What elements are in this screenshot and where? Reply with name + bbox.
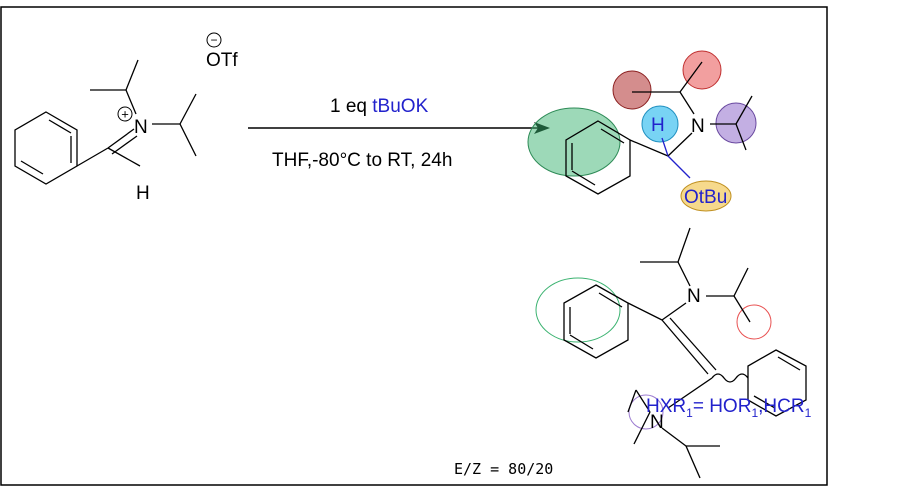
conditions-text: THF,-80°C to RT, 24h: [272, 150, 452, 171]
product2-bond: [661, 302, 687, 321]
reagent-text: 1 eq tBuOK: [330, 96, 429, 117]
r-label: R: [672, 396, 686, 417]
product1-alkoxy-label: OtBu: [684, 187, 727, 208]
scheme-frame: [0, 6, 828, 486]
product2-nitrogen-bottom: N: [650, 412, 664, 433]
product1-bond: [629, 139, 669, 157]
product2-ring-double-bond: [569, 334, 594, 350]
product2-ring-double-bond: [753, 395, 776, 409]
product1-bond: [735, 123, 747, 151]
product2-bond: [733, 295, 751, 323]
product1-bond: [735, 95, 753, 125]
reactant-nitrogen-label: N: [134, 117, 148, 138]
methyl-highlight-red: [682, 50, 722, 90]
product2-bond: [677, 227, 691, 263]
minus-charge-circle: [206, 32, 222, 48]
hor-subscript: 1: [751, 406, 758, 420]
reactant-ring-double-bond: [20, 160, 44, 175]
ez-ratio-label: E/Z = 80/20: [454, 460, 553, 478]
reaction-arrow: [248, 122, 550, 134]
product1-bond: [667, 132, 693, 157]
product1-ring-double-bond: [571, 170, 596, 186]
product2-bond: [733, 267, 749, 297]
product2-bond: [635, 389, 651, 413]
reactant-hydrogen-label: H: [136, 183, 150, 204]
product2-bond: [685, 445, 701, 479]
reagent-name: tBuOK: [372, 96, 428, 117]
product2-nitrogen-top: N: [687, 286, 701, 307]
reactant-bond: [76, 147, 109, 167]
product2-cc-double-bond: [661, 319, 709, 375]
product1-ch-bond: [661, 137, 669, 157]
product1-bond: [679, 91, 695, 115]
product2-benzene-ring-right: [747, 349, 807, 417]
reactant-ring-double-bond: [48, 119, 72, 134]
product2-bond: [667, 377, 713, 409]
product2-benzene-ring-left: [563, 284, 629, 359]
reactant-cn-double-bond: [111, 135, 138, 155]
product2-wavy-bond: [711, 373, 749, 383]
product1-co-bond: [667, 155, 691, 179]
product2-bond: [677, 261, 691, 287]
r-subscript: 1: [686, 406, 693, 420]
reactant-bond: [125, 89, 137, 115]
hx-definition-label: HXR1= HOR1,HCR1: [646, 396, 812, 420]
phenyl-outline-green: [535, 277, 621, 343]
reagent-amount: 1 eq: [330, 96, 372, 117]
product1-bond: [679, 61, 703, 93]
plus-charge-sign: +: [121, 107, 129, 122]
phenyl-highlight-green: [527, 107, 621, 177]
hx-label: HX: [646, 396, 673, 417]
product2-bond: [661, 427, 687, 447]
product1-nitrogen-label: N: [691, 116, 705, 137]
minus-charge-sign: −: [210, 33, 217, 47]
product2-bond: [627, 389, 637, 413]
product1-ring-double-bond: [600, 128, 625, 144]
product2-bond: [627, 302, 663, 321]
product2-cc-double-bond: [669, 317, 717, 371]
reactant-bond: [125, 59, 139, 91]
hydrogen-highlight-blue: [641, 105, 679, 143]
product1-hydrogen-label: H: [651, 115, 665, 136]
product-enediamine: N N HXR1= HOR1,HCR1: [535, 227, 812, 479]
isopropyl-outline-purple: [628, 394, 664, 430]
product2-ring-double-bond: [598, 292, 623, 308]
methyl-highlight-darkred: [612, 70, 652, 110]
tbu-highlight-yellow: [680, 180, 732, 212]
product2-ring-double-bond: [777, 356, 801, 371]
product-aminal-ether: H N OtBu: [527, 50, 757, 212]
reactant-bond: [107, 147, 141, 167]
reactant-iminium: N + H − OTf: [14, 32, 238, 204]
reactant-cn-double-bond: [107, 128, 135, 149]
reactant-bond: [179, 123, 197, 157]
plus-charge-circle: [117, 106, 133, 122]
counterion-label: OTf: [206, 50, 238, 71]
reactant-benzene-ring: [14, 111, 78, 185]
comma-hcr: ,HCR: [758, 396, 804, 417]
equals-hor: = HOR: [693, 396, 752, 417]
product2-bond: [633, 411, 651, 445]
methyl-outline-red: [736, 304, 772, 340]
reactant-bond: [179, 93, 197, 125]
hcr-subscript: 1: [805, 406, 812, 420]
